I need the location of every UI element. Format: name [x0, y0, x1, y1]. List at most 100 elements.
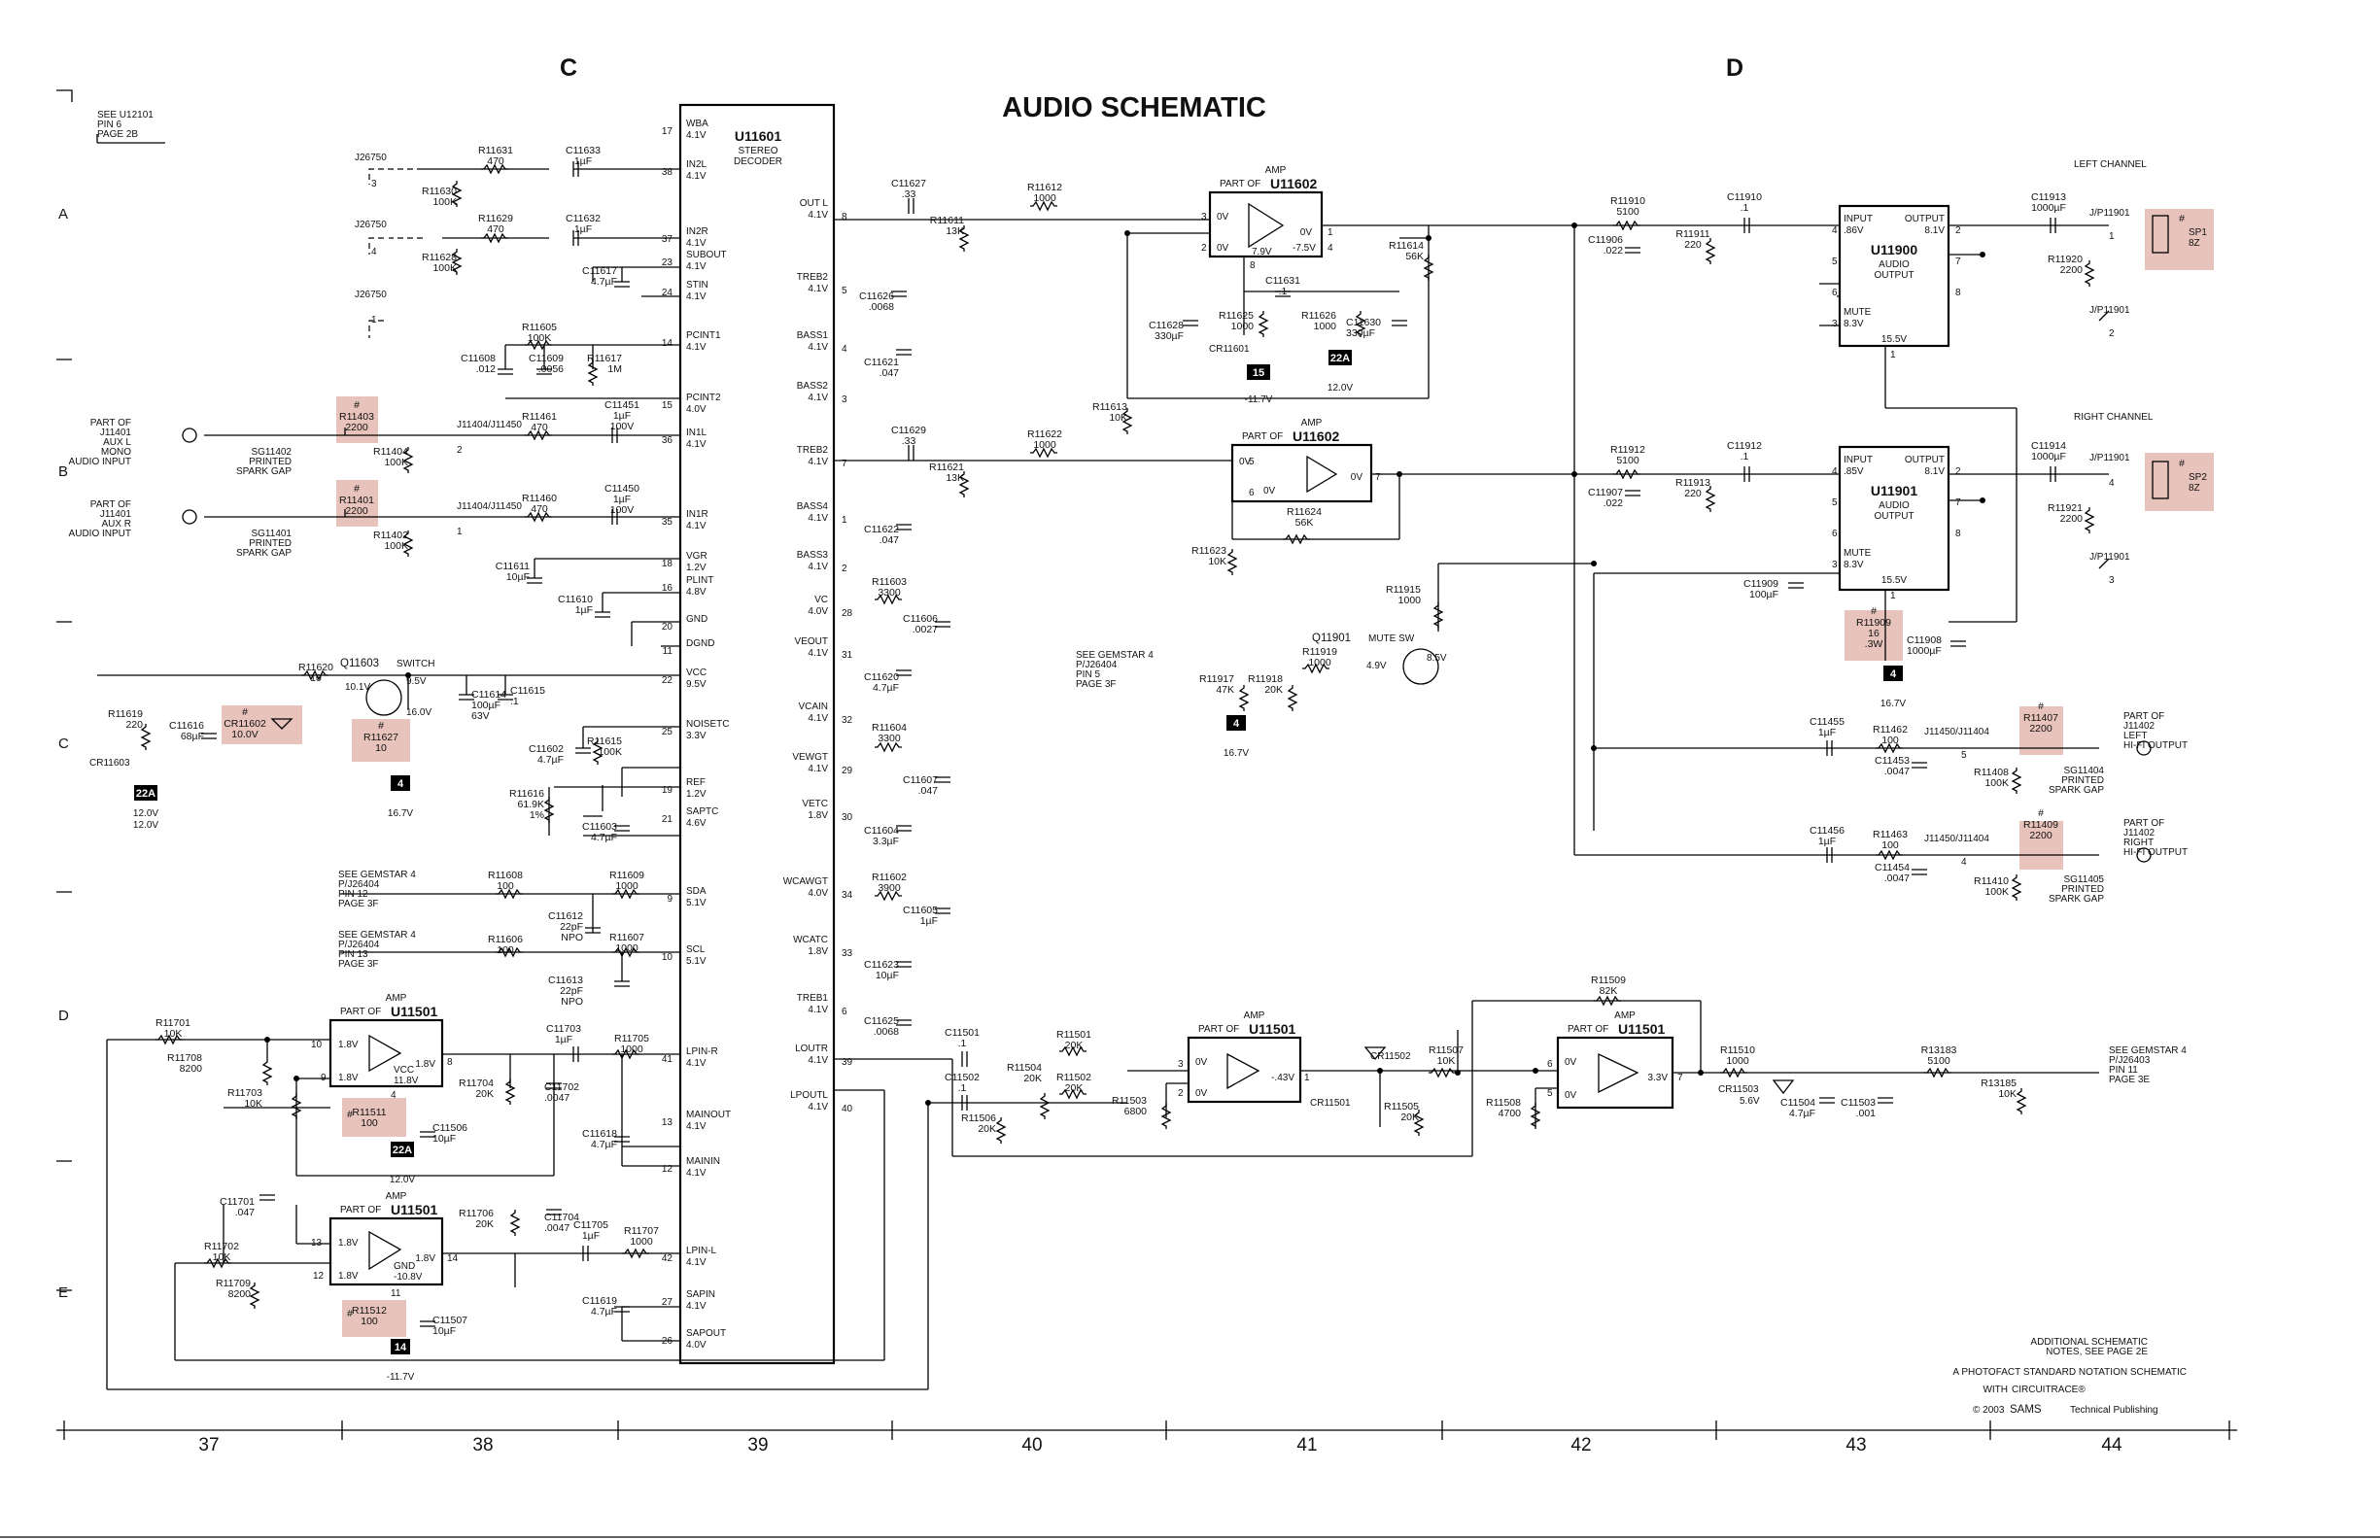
ic-pin-number: 6: [1832, 529, 1838, 539]
component-r11909: R11909: [1856, 617, 1891, 629]
component-r11624: 56K: [1295, 517, 1314, 529]
component-r11910: 5100: [1616, 206, 1639, 218]
capacitor-symbol: [1912, 869, 1927, 875]
component-c11507: 10µF: [432, 1325, 456, 1337]
amp-pin: 2: [1178, 1088, 1184, 1099]
component-r13185: 10K: [1998, 1088, 2017, 1100]
component-c11626: .0068: [869, 301, 894, 313]
capacitor-symbol: [896, 961, 912, 968]
component-r11402: R11402: [373, 530, 408, 541]
resistor-symbol: [1238, 685, 1250, 711]
ic-pin-name: TREB2: [797, 272, 829, 283]
resistor-symbol: [525, 429, 552, 441]
component-c11703: 1µF: [555, 1034, 572, 1045]
component-r11613: R11613: [1092, 401, 1127, 413]
amp-header: AMP: [1301, 418, 1323, 428]
component-r11628: 100K: [432, 262, 457, 274]
amp-ref: U11501: [391, 1004, 437, 1019]
capacitor-symbol: [546, 1209, 562, 1215]
component-r11626: R11626: [1301, 310, 1336, 322]
test-point-voltage: 12.0V: [133, 820, 158, 831]
ic-pin-voltage: .86V: [1844, 225, 1864, 236]
footer-circuitrace: CIRCUITRACE®: [2012, 1385, 2086, 1395]
component-r11511: R11511: [352, 1107, 386, 1118]
amp-voltage: 0V: [1351, 472, 1363, 483]
component-r11512: 100: [361, 1316, 378, 1327]
component-r11617: R11617: [587, 353, 622, 364]
ic-pin-voltage: 1.2V: [686, 789, 707, 800]
component-c11604: 3.3µF: [873, 836, 899, 847]
ic-pin-voltage: 1.8V: [808, 810, 828, 821]
spark-gap-sg11405: PRINTED: [2061, 884, 2104, 895]
capacitor-symbol: [935, 776, 950, 783]
amp-voltage: 1.8V: [415, 1059, 435, 1070]
ic-pin-number: 29: [842, 766, 853, 776]
component-r13183: R13183: [1921, 1044, 1957, 1056]
resistor-symbol: [525, 339, 552, 351]
jack-j26750: J26750: [355, 220, 387, 230]
amp-pin: 2: [1201, 243, 1207, 254]
component-c11632: 1µF: [574, 223, 592, 235]
transistor-q11901: Q11901: [1312, 633, 1351, 644]
test-point-voltage: -11.7V: [387, 1372, 415, 1383]
amp-voltage: VCC: [394, 1065, 414, 1076]
component-r11408: R11408: [1974, 767, 2009, 778]
component-r11701: 10K: [164, 1028, 183, 1040]
zone-label-d: D: [1726, 54, 1743, 82]
ic-pin-name: OUTPUT: [1905, 455, 1945, 465]
component-c11702: .0047: [544, 1092, 569, 1104]
amp-voltage: 11.8V: [394, 1076, 419, 1086]
component-c11705: 1µF: [582, 1230, 600, 1242]
component-c11608: .012: [476, 363, 497, 375]
component-r11707: R11707: [624, 1225, 659, 1237]
resistor-symbol: [1302, 663, 1329, 674]
component-c11906: C11906: [1588, 234, 1623, 246]
highlight-hash: #: [378, 720, 384, 732]
spark-gap-sg11402: SG11402: [251, 447, 292, 458]
see-gemstar-scl: PIN 13: [338, 949, 368, 960]
component-r11702: R11702: [204, 1241, 239, 1252]
capacitor-symbol: [896, 1019, 912, 1026]
component-c11628: C11628: [1149, 320, 1184, 331]
component-c11605: 1µF: [920, 915, 938, 927]
capacitor-symbol: [527, 577, 542, 584]
connector-j11404: J11404/J11450: [457, 420, 522, 430]
ic-pin-name: IN1L: [686, 428, 707, 438]
component-r11463: 100: [1881, 839, 1899, 851]
component-cr11602: 10.0V: [231, 729, 258, 740]
ic-ref: U11901: [1871, 483, 1917, 498]
page-title: AUDIO SCHEMATIC: [1002, 92, 1266, 123]
amp-pin: 8: [447, 1057, 453, 1068]
component-r11615: R11615: [587, 736, 622, 747]
ic-pin-number: 28: [842, 608, 853, 619]
component-r11915: R11915: [1386, 584, 1421, 596]
component-c11617: C11617: [582, 265, 617, 277]
component-r11460: R11460: [522, 493, 557, 504]
amp-voltage: 0V: [1195, 1088, 1208, 1099]
amp-pin: 6: [1249, 488, 1255, 498]
speaker-sp2: 8Z: [2189, 483, 2200, 494]
resistor-symbol: [301, 669, 328, 681]
ic-pin-number: 7: [842, 459, 847, 469]
amp-pin: 14: [447, 1253, 459, 1264]
component-c11502: C11502: [945, 1072, 980, 1083]
diode-cr11603: CR11603: [89, 758, 130, 769]
component-c11607: C11607: [903, 774, 938, 786]
see-gemstar-scl: SEE GEMSTAR 4: [338, 930, 416, 941]
component-r11403: R11403: [339, 411, 374, 423]
amp-part: PART OF: [1198, 1024, 1239, 1035]
component-r11404: 100K: [384, 457, 408, 468]
jack-j26750: J26750: [355, 290, 387, 300]
ic-pin-number: 17: [662, 126, 673, 137]
component-r11605: 100K: [528, 332, 552, 344]
right-hifi-output: RIGHT: [2123, 838, 2154, 848]
amp-pin: 1: [1328, 227, 1333, 238]
resistor-symbol: [1613, 220, 1640, 231]
row-marker: D: [58, 1008, 69, 1024]
ic-pin-voltage: 4.1V: [808, 764, 828, 774]
column-number: 39: [747, 1435, 768, 1455]
component-r11409: R11409: [2023, 819, 2058, 831]
resistor-symbol: [2011, 768, 2022, 794]
capacitor-symbol: [1912, 762, 1927, 769]
